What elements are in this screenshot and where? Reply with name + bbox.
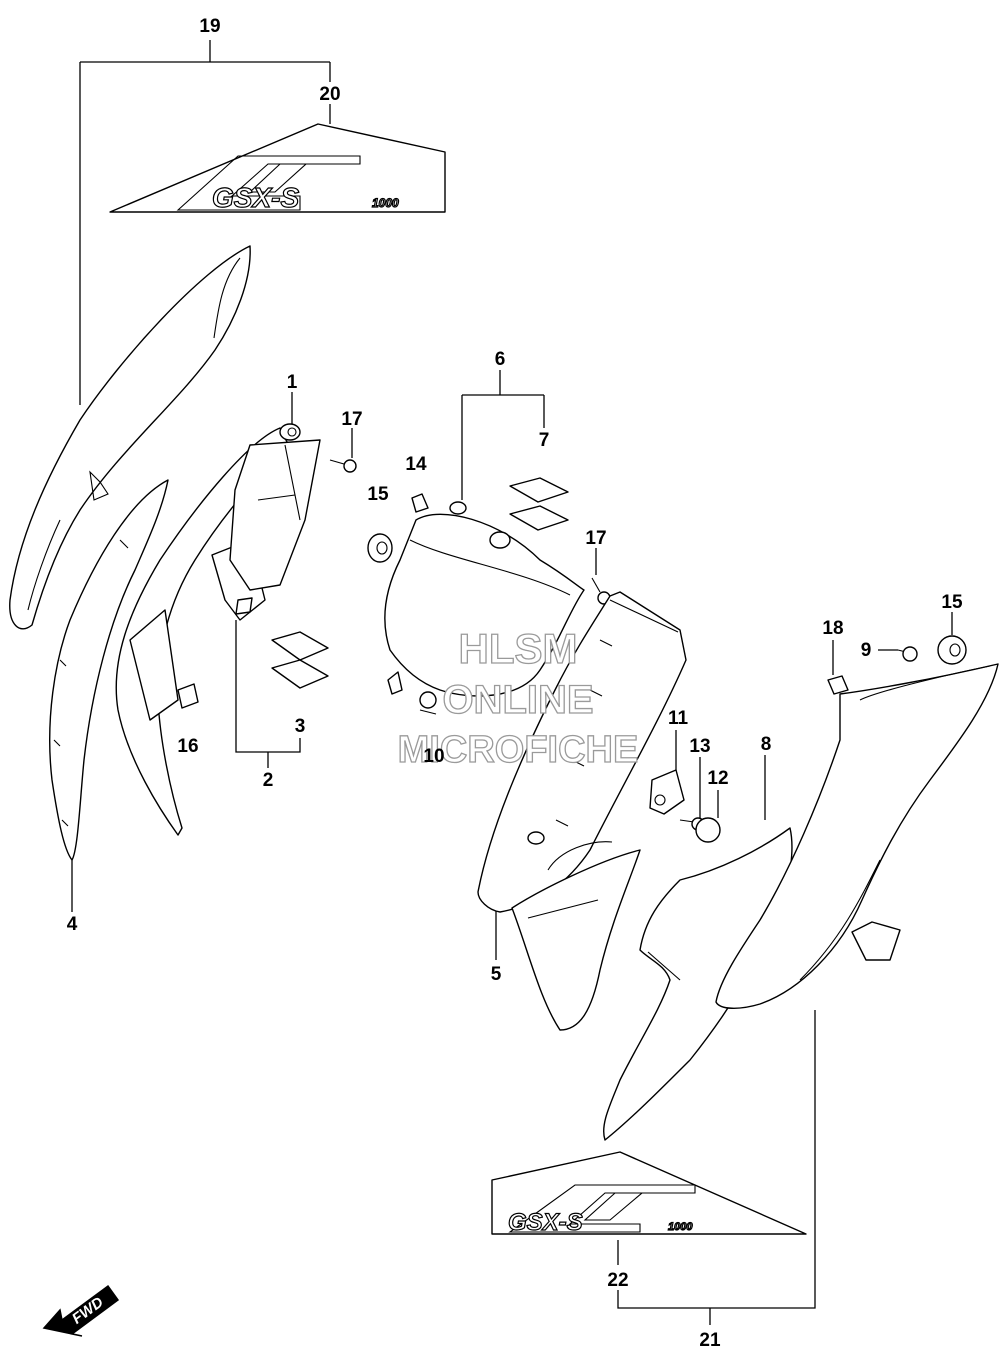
- callout-17-a: 17: [341, 409, 362, 430]
- callout-21: 21: [699, 1330, 721, 1351]
- fwd-arrow-icon: FWD: [42, 1284, 120, 1337]
- callout-9: 9: [861, 640, 872, 661]
- callout-4: 4: [67, 914, 78, 935]
- watermark: HLSM ONLINE MICROFICHE: [397, 624, 639, 771]
- part-1-grommet: [279, 423, 301, 441]
- callout-3: 3: [295, 716, 306, 737]
- callout-5: 5: [491, 964, 502, 985]
- callout-12: 12: [707, 768, 728, 789]
- callout-15-b: 15: [941, 592, 963, 613]
- callout-19: 19: [199, 16, 220, 37]
- decal-top: GSX-S 1000: [109, 123, 446, 214]
- leader-lines: [71, 40, 953, 1325]
- decal-bottom: GSX-S 1000: [491, 1151, 807, 1237]
- callout-20: 20: [319, 84, 340, 105]
- callout-15-a: 15: [367, 484, 389, 505]
- watermark-line-3: MICROFICHE: [398, 729, 639, 771]
- callout-14: 14: [405, 454, 427, 475]
- decal-bottom-brand: GSX-S: [508, 1209, 583, 1236]
- callout-11: 11: [668, 708, 689, 729]
- part-18-nut: [827, 675, 849, 695]
- part-3-emblem: [271, 631, 329, 689]
- callout-8: 8: [761, 734, 772, 755]
- callout-18: 18: [822, 618, 843, 639]
- part-7-emblem: [509, 477, 569, 531]
- part-9-bolt: [897, 646, 918, 662]
- part-21-side-cowl-right: [715, 663, 999, 1009]
- callout-6: 6: [495, 349, 506, 370]
- callout-1: 1: [287, 372, 298, 393]
- part-11-bracket: [649, 769, 685, 815]
- part-12-grommet: [695, 817, 721, 843]
- part-15-grommet-b: [937, 635, 967, 665]
- callout-16: 16: [177, 736, 198, 757]
- part-2-inner-panel: [115, 427, 321, 836]
- callout-7: 7: [539, 430, 550, 451]
- watermark-line-2: ONLINE: [442, 678, 593, 722]
- part-4-side-cowl-left: [9, 245, 251, 861]
- watermark-line-1: HLSM: [459, 625, 578, 672]
- decal-top-brand: GSX-S: [212, 182, 299, 213]
- decal-bottom-model: 1000: [668, 1221, 693, 1233]
- part-16-pad: [177, 683, 199, 709]
- callout-22: 22: [607, 1270, 628, 1291]
- callout-17-b: 17: [585, 528, 606, 549]
- part-17-screw-a: [329, 459, 357, 473]
- part-6-center-cover: [384, 501, 585, 697]
- callout-10: 10: [423, 746, 444, 767]
- part-10-fastener: [419, 691, 437, 715]
- part-14-clip: [411, 493, 429, 513]
- part-15-grommet-a: [367, 533, 393, 563]
- callout-2: 2: [263, 770, 274, 791]
- callout-numbers: 19 20 1 17 14 15 6 7 17 15 18 9 3 16 2 1…: [67, 16, 963, 1351]
- part-5-inner-panel: [477, 591, 687, 1031]
- callout-13: 13: [689, 736, 710, 757]
- decal-top-model: 1000: [372, 196, 399, 210]
